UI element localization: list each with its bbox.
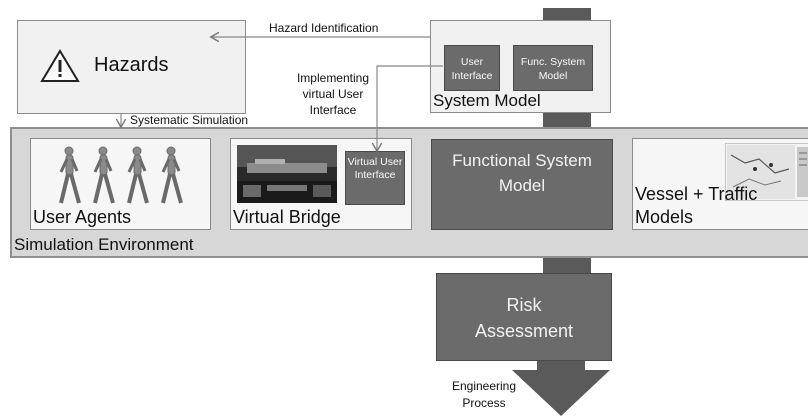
walking-figures-icon [59,146,183,204]
virtual-bridge-box: Virtual User Interface Virtual Bridge [230,138,412,230]
user-interface-label: User Interface [451,56,493,82]
user-agents-label: User Agents [33,207,132,227]
engineering-process-arrow [512,370,610,416]
bridge-screenshot-image [237,145,337,203]
functional-system-model-box: Functional System Model [431,139,613,230]
implementing-vui-arrow [377,65,443,150]
risk-assessment-box: Risk Assessment [436,273,612,361]
process-pipe-middle [543,255,591,275]
func-system-model-box: Func. System Model [513,45,593,91]
hazard-identification-label: Hazard Identification [269,21,379,35]
hazards-title: Hazards [94,54,169,76]
implementing-vui-label: Implementing virtual User Interface [296,71,370,117]
traffic-map-image [725,143,808,201]
vessel-traffic-models-label: Vessel + Traffic Models [635,184,758,227]
vessel-traffic-models-box: Vessel + Traffic Models [632,138,808,230]
func-system-model-label: Func. System Model [520,56,586,82]
engineering-process-label: Engineering Process [451,379,517,410]
systematic-simulation-label: Systematic Simulation [130,113,249,127]
simulation-environment-label: Simulation Environment [14,235,194,254]
virtual-user-interface-box: Virtual User Interface [345,151,405,205]
virtual-bridge-label: Virtual Bridge [233,207,341,227]
user-interface-box: User Interface [444,45,500,91]
system-model-title: System Model [433,91,541,110]
functional-system-model-label: Functional System Model [452,151,592,195]
user-agents-box: User Agents [30,138,211,230]
risk-assessment-label: Risk Assessment [474,295,574,341]
system-model-box: User Interface Func. System Model System… [430,20,611,113]
warning-triangle-icon [40,49,80,82]
hazards-box: Hazards [17,20,246,114]
virtual-user-interface-label: Virtual User Interface [347,156,403,181]
